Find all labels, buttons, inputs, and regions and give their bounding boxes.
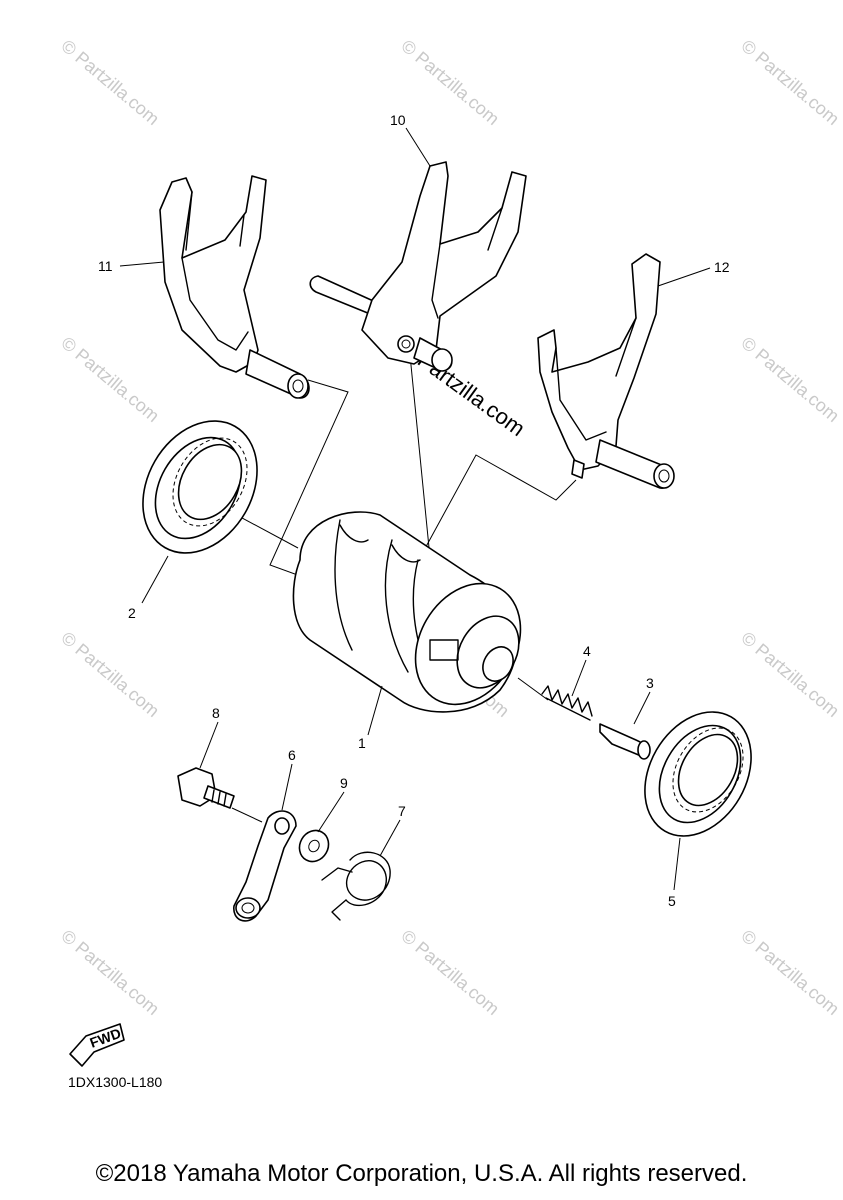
watermark: © Partzilla.com [737, 36, 843, 129]
callout-3: 3 [646, 675, 654, 691]
watermark: © Partzilla.com [57, 926, 163, 1019]
copyright-notice: ©2018 Yamaha Motor Corporation, U.S.A. A… [95, 1160, 748, 1187]
callout-labels: 1 2 3 4 5 6 7 8 9 10 11 12 [98, 112, 730, 909]
shift-drum-1 [292, 511, 522, 713]
watermark: © Partzilla.com [737, 628, 843, 721]
shift-fork-12 [537, 253, 675, 489]
callout-11: 11 [98, 258, 113, 274]
torsion-spring-7 [321, 851, 391, 921]
callout-7: 7 [398, 803, 406, 819]
bearing-2 [142, 420, 258, 554]
watermark: © Partzilla.com [397, 926, 503, 1019]
watermark: © Partzilla.com [57, 333, 163, 426]
watermark: © Partzilla.com [57, 628, 163, 721]
spring-4 [541, 685, 593, 721]
shift-fork-10 [309, 161, 527, 372]
callout-12: 12 [714, 259, 730, 275]
callout-4: 4 [583, 643, 591, 659]
watermark: © Partzilla.com [397, 36, 503, 129]
watermark: © Partzilla.com [57, 36, 163, 129]
diagram-code: 1DX1300-L180 [68, 1074, 163, 1090]
callout-8: 8 [212, 705, 220, 721]
callout-5: 5 [668, 893, 676, 909]
pin-3 [599, 723, 651, 760]
bolt-8 [177, 767, 235, 809]
shift-fork-11 [159, 175, 310, 399]
lever-6 [233, 810, 297, 922]
bearing-5 [644, 711, 752, 837]
callout-6: 6 [288, 747, 296, 763]
callout-10: 10 [390, 112, 406, 128]
callout-9: 9 [340, 775, 348, 791]
watermark: © Partzilla.com [737, 926, 843, 1019]
callout-leaders [119, 127, 711, 891]
washer-9 [298, 829, 330, 863]
watermark: © Partzilla.com [737, 333, 843, 426]
callout-1: 1 [358, 735, 366, 751]
callout-2: 2 [128, 605, 136, 621]
fwd-arrow: FWD [69, 1023, 125, 1067]
